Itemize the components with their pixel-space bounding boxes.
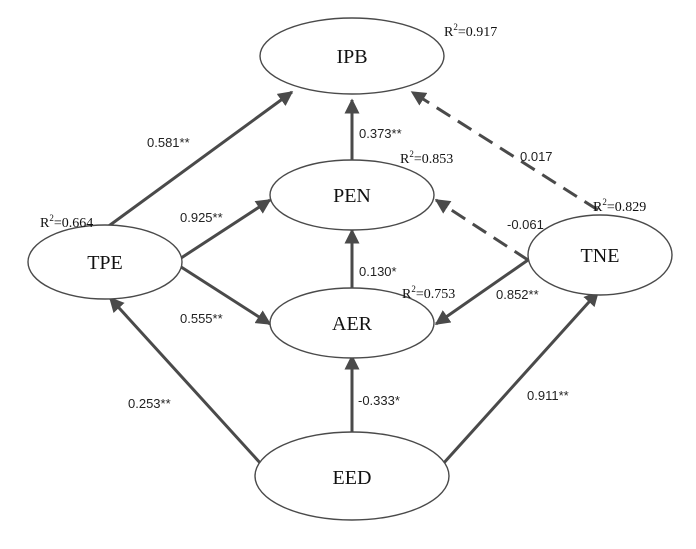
r2-aer: R2=0.753 <box>402 284 455 302</box>
node-ipb: IPB <box>259 17 445 95</box>
node-pen-label: PEN <box>333 185 371 207</box>
edge-tpe-aer-label: 0.555** <box>180 311 223 326</box>
edge-eed-tpe <box>108 296 264 467</box>
node-ipb-label: IPB <box>336 46 367 68</box>
node-pen: PEN <box>269 159 435 231</box>
edge-tpe-aer <box>177 263 272 326</box>
r2-tne: R2=0.829 <box>593 197 646 215</box>
node-eed: EED <box>254 431 450 521</box>
edge-tne-aer <box>434 258 529 326</box>
node-aer: AER <box>269 287 435 359</box>
edge-tpe-ipb <box>105 90 294 230</box>
r2-ipb: R2=0.917 <box>444 22 497 40</box>
r2-tpe: R2=0.664 <box>40 213 93 231</box>
edge-aer-pen-label: 0.130* <box>359 264 397 279</box>
edge-eed-aer-label: -0.333* <box>358 393 400 408</box>
edge-pen-ipb-label: 0.373** <box>359 126 402 141</box>
edge-eed-tpe-label: 0.253** <box>128 396 171 411</box>
edge-tne-aer-label: 0.852** <box>496 287 539 302</box>
r2-pen: R2=0.853 <box>400 149 453 167</box>
edge-tpe-pen-label: 0.925** <box>180 210 223 225</box>
edge-tne-ipb-label: 0.017 <box>520 149 553 164</box>
node-aer-label: AER <box>332 313 373 335</box>
edge-tpe-pen <box>177 198 272 262</box>
node-tne-label: TNE <box>581 245 620 267</box>
node-tpe-label: TPE <box>87 252 123 274</box>
edge-tne-ipb <box>410 90 599 212</box>
node-tne: TNE <box>527 214 673 296</box>
edge-eed-tne-label: 0.911** <box>527 388 569 403</box>
edge-tne-pen <box>434 198 529 262</box>
edge-tne-pen-label: -0.061 <box>507 217 544 232</box>
edge-eed-tne <box>440 290 600 467</box>
edge-tpe-ipb-label: 0.581** <box>147 135 190 150</box>
node-tpe: TPE <box>27 224 183 300</box>
node-eed-label: EED <box>333 467 372 489</box>
